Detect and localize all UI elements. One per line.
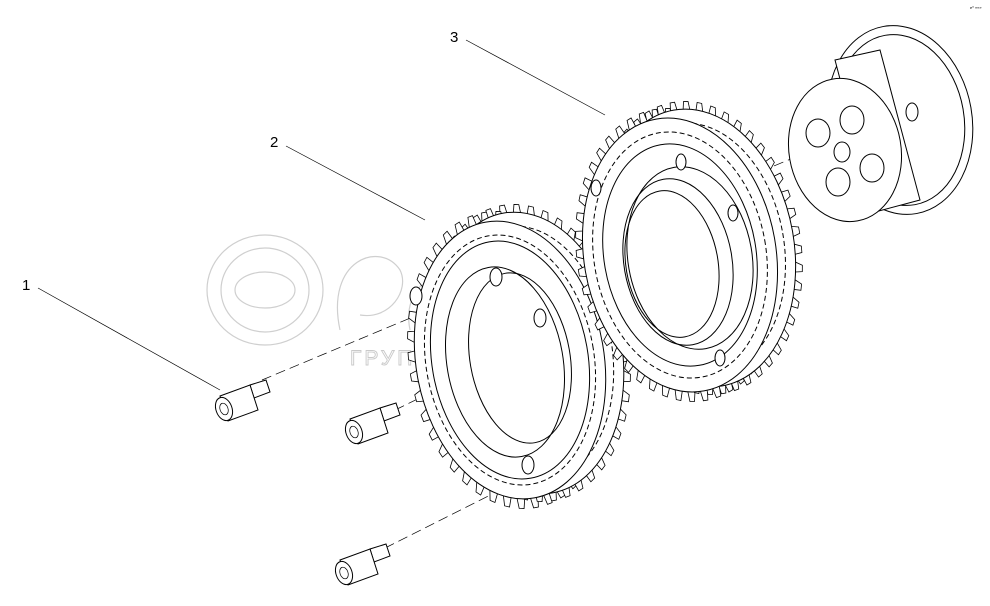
callout-2: 2 bbox=[270, 134, 278, 151]
hub-part bbox=[787, 25, 974, 223]
callout-3: 3 bbox=[450, 29, 458, 46]
set-screw-3 bbox=[334, 543, 391, 586]
gear-part-2 bbox=[407, 204, 631, 509]
set-screw-1 bbox=[214, 379, 271, 422]
gear-part-3 bbox=[575, 101, 803, 402]
callout-1: 1 bbox=[22, 277, 30, 294]
corner-mark: e⁰ ««» bbox=[970, 5, 982, 10]
leader-lines bbox=[37, 39, 606, 391]
set-screw-2 bbox=[344, 402, 401, 445]
callouts: 1 2 3 bbox=[22, 29, 458, 294]
